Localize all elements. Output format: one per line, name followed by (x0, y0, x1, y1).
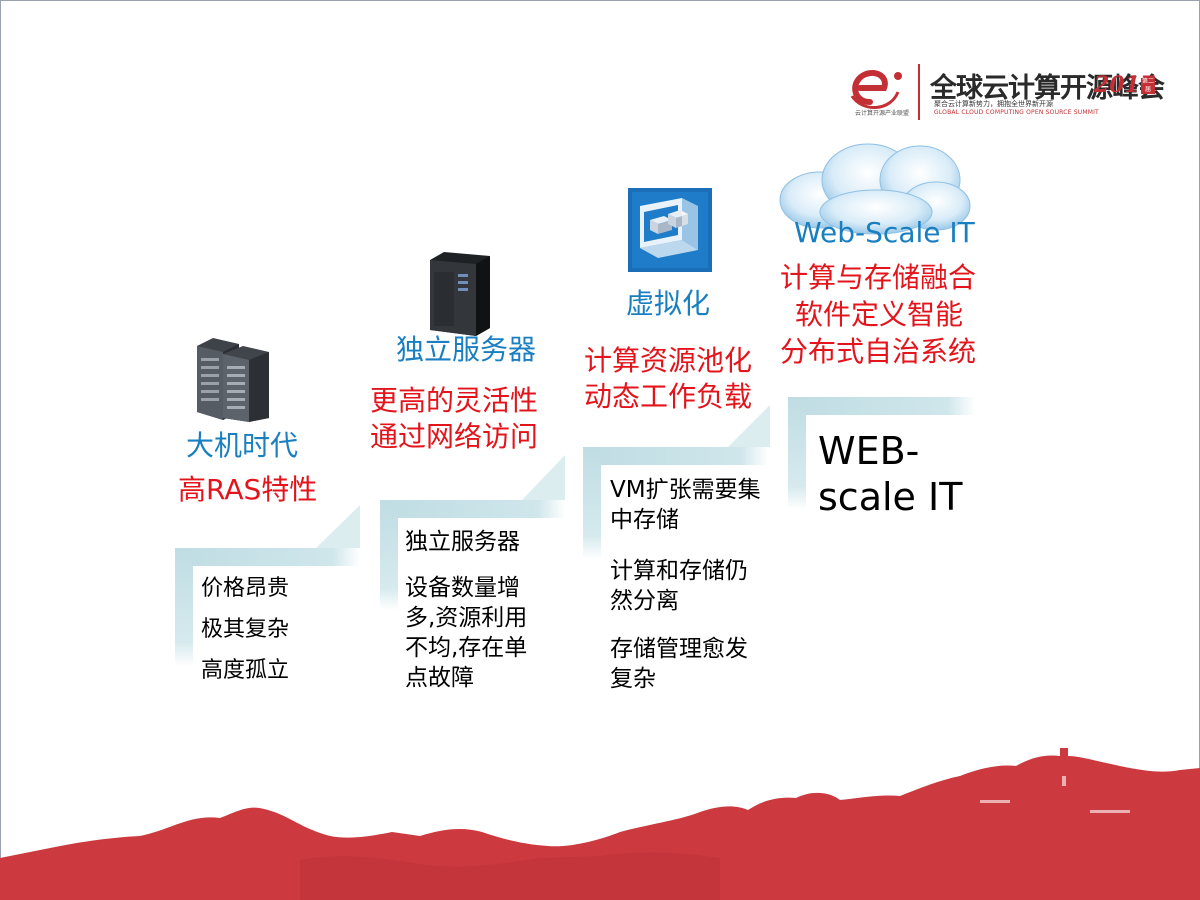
stage-4-feature-1: 计算与存储融合 (780, 261, 977, 294)
stage-4-title: Web-Scale IT (794, 216, 975, 249)
summit-edition-badge: 第二届 (1141, 78, 1155, 94)
logo-divider (918, 64, 920, 120)
logo-org-name: 云计算开源产业联盟 (854, 110, 909, 117)
stage-1-point-1: 价格昂贵 (201, 576, 290, 601)
stage-3-title: 虚拟化 (626, 287, 711, 320)
stage-1-feature: 高RAS特性 (178, 473, 318, 506)
stage-2-feature-1: 更高的灵活性 (370, 384, 539, 417)
stage-3-point-2: 计算和存储仍然分离 (610, 558, 748, 614)
stage-2-point-2: 设备数量增多,资源利用不均,存在单点故障 (405, 575, 528, 691)
stair-step-1 (175, 505, 360, 666)
mainframe-servers-icon (197, 338, 269, 422)
stair-step-4 (788, 397, 975, 509)
summit-subtitle-en: GLOBAL CLOUD COMPUTING OPEN SOURCE SUMMI… (934, 109, 1099, 116)
stage-4-point-1: WEB-scale IT (818, 429, 963, 519)
stage-3-feature-1: 计算资源池化 (584, 344, 753, 377)
virtualization-icon (628, 188, 712, 272)
great-wall-silhouette (0, 748, 1200, 900)
stair-step-3 (583, 405, 770, 559)
stage-4-feature-3: 分布式自治系统 (780, 335, 977, 368)
stage-2-title: 独立服务器 (396, 333, 537, 366)
stage-1-point-3: 高度孤立 (201, 658, 290, 683)
summit-logo-mark-icon (850, 70, 902, 109)
stage-1-point-2: 极其复杂 (201, 617, 290, 642)
stage-1-title: 大机时代 (186, 429, 299, 462)
tower-server-icon (430, 252, 490, 336)
summit-title: 全球云计算开源峰会 (930, 73, 1165, 104)
stage-3-feature-2: 动态工作负载 (584, 380, 753, 413)
stage-3-point-1: VM扩张需要集中存储 (610, 477, 761, 533)
summit-subtitle: 聚合云计算新势力，拥抱全世界新开源 (934, 100, 1053, 108)
cloud-icon (779, 143, 971, 235)
stage-3-point-3: 存储管理愈发复杂 (610, 636, 748, 692)
stage-2-point-1: 独立服务器 (405, 529, 520, 555)
stage-4-feature-2: 软件定义智能 (795, 298, 964, 331)
stair-step-2 (380, 455, 565, 610)
stage-2-feature-2: 通过网络访问 (370, 420, 539, 453)
